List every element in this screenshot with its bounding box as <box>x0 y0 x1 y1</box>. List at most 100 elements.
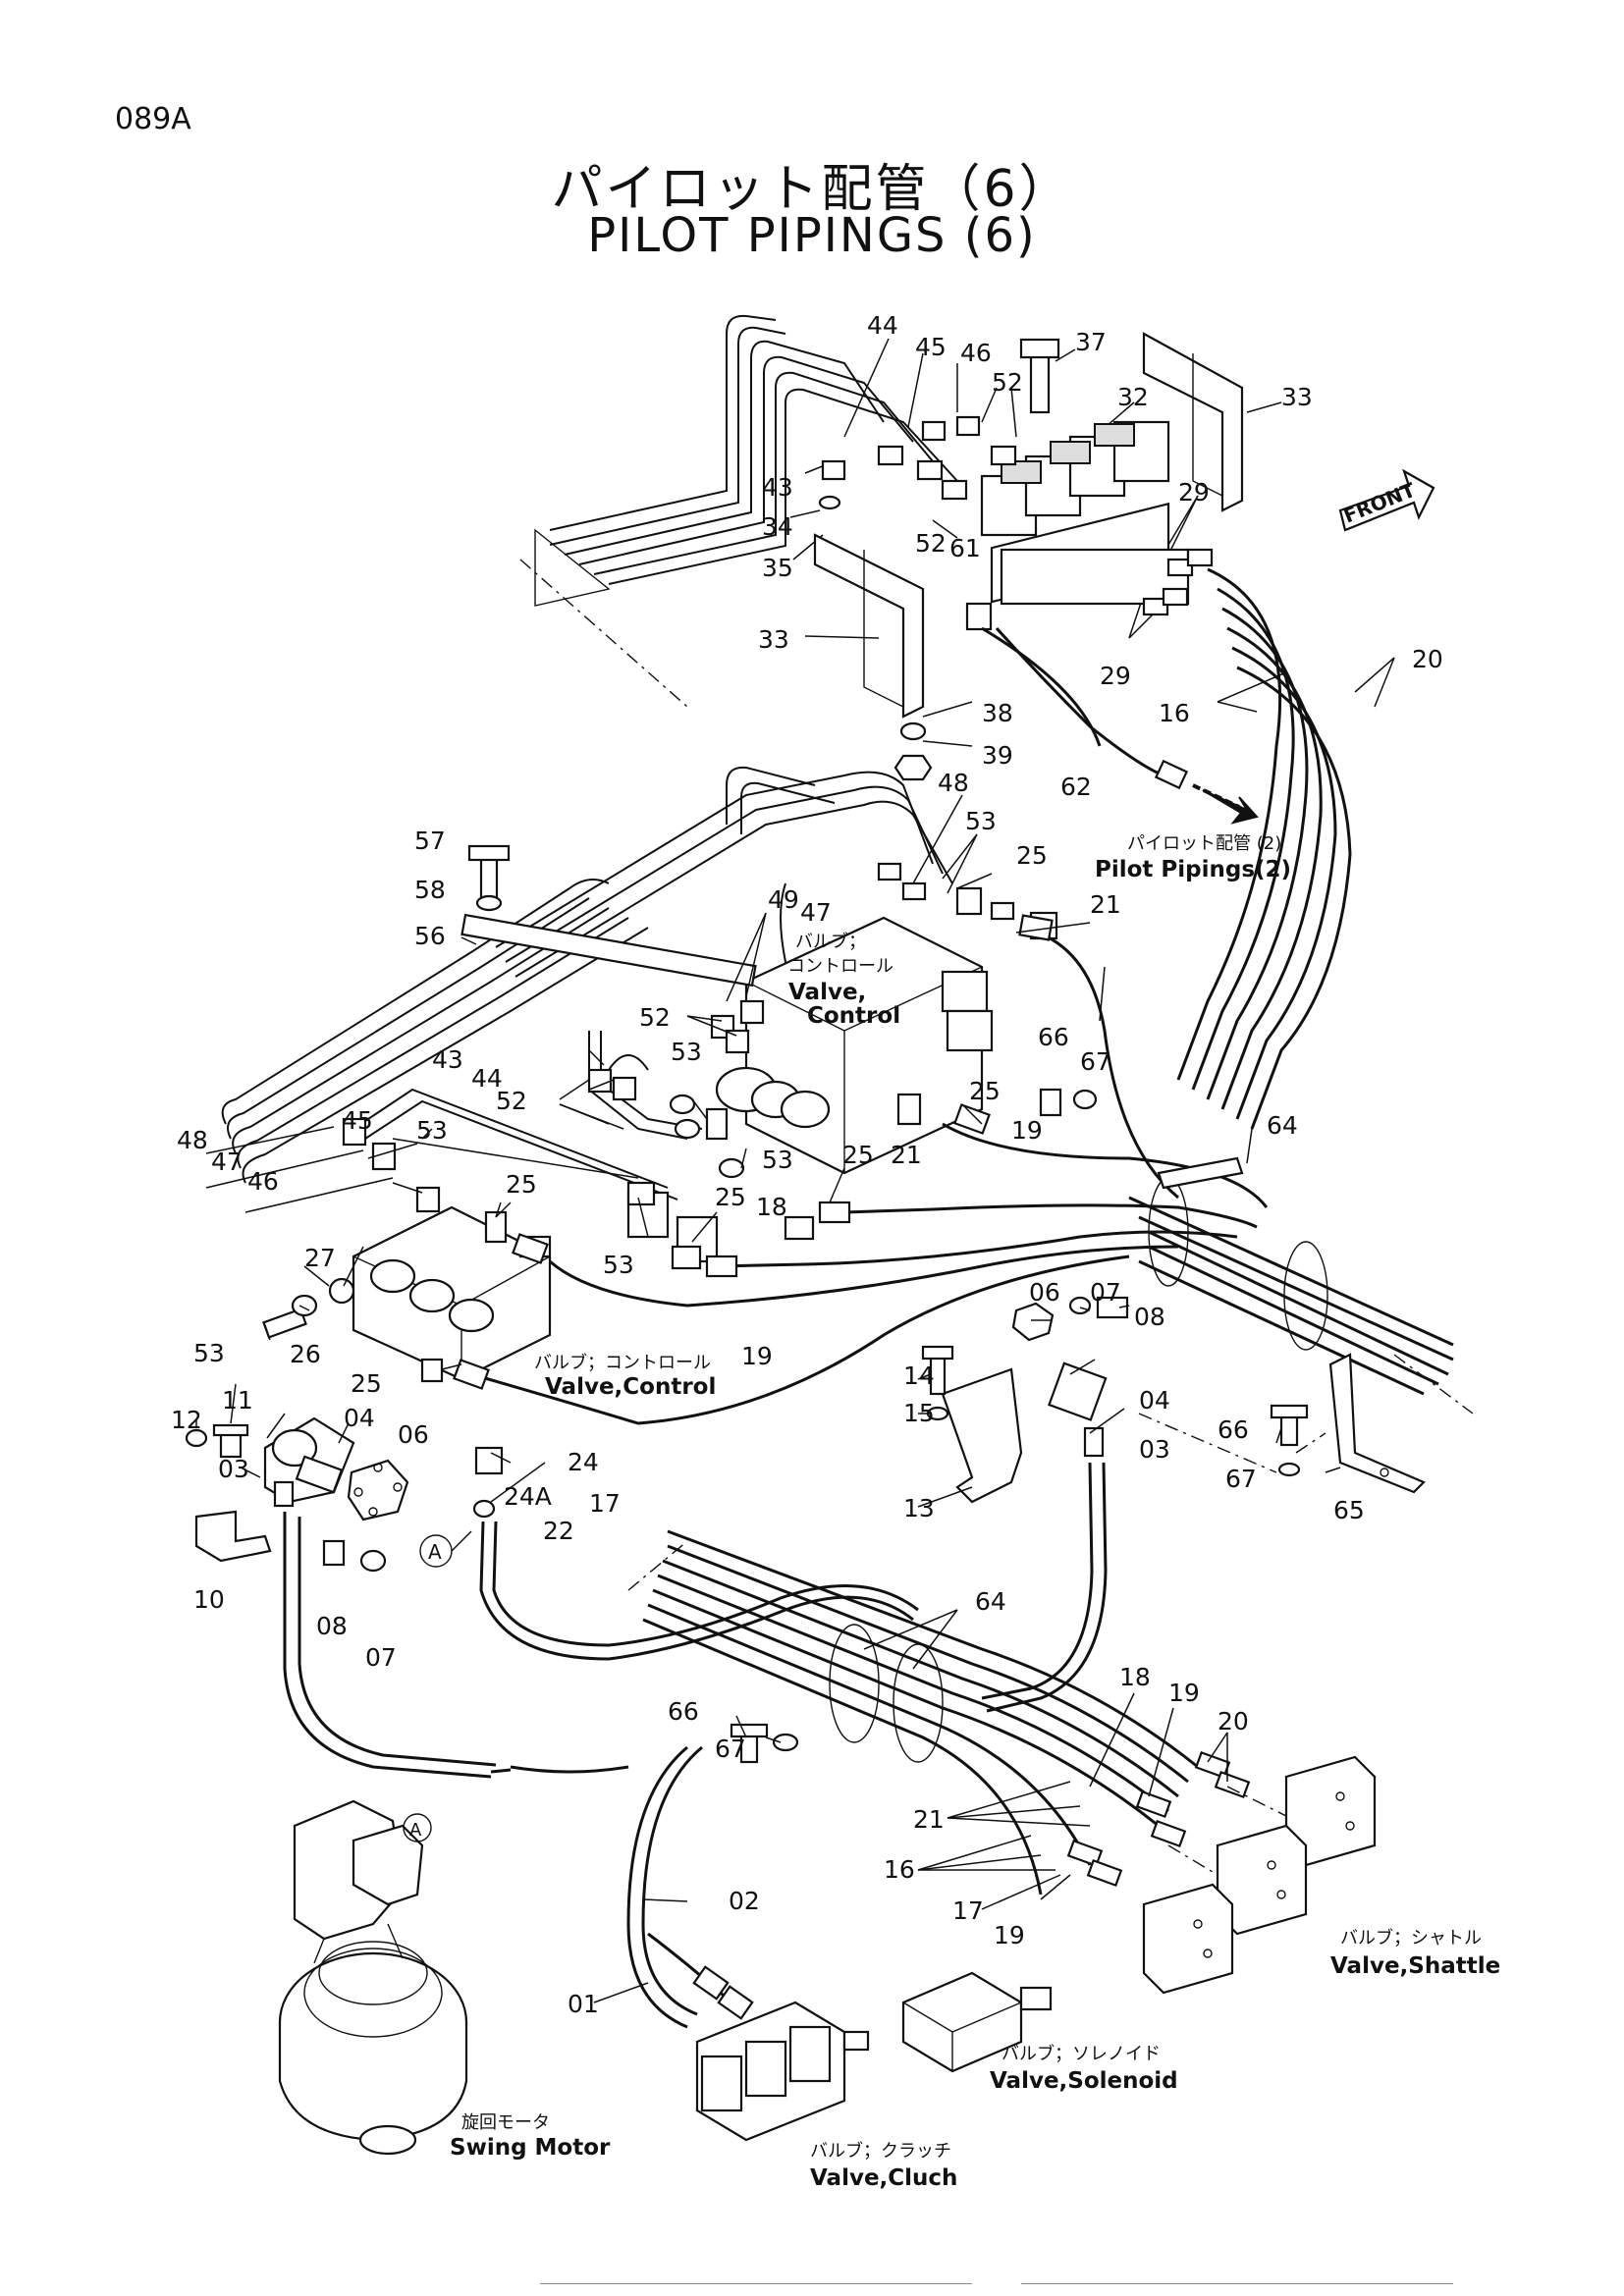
part-number: 26 <box>290 1340 321 1368</box>
part-number: 53 <box>671 1038 702 1066</box>
part-number: 24A <box>504 1482 552 1511</box>
part-number: 52 <box>639 1003 671 1032</box>
part-number: 04 <box>344 1404 375 1432</box>
part-number: 38 <box>982 699 1013 727</box>
swing-motor: A <box>278 1799 468 2156</box>
swing-motor-en-label: Swing Motor <box>450 2135 611 2161</box>
part-number: 21 <box>891 1141 922 1169</box>
middle-pipe-bundle <box>221 766 953 1201</box>
part-number: 64 <box>1267 1111 1298 1140</box>
part-number: 01 <box>568 1990 599 2018</box>
part-number: 61 <box>949 534 981 562</box>
top-pipe-bundle <box>519 314 958 708</box>
bottom-rule-left <box>540 2283 972 2284</box>
part-number: 03 <box>1139 1435 1170 1464</box>
part-number: 27 <box>304 1244 336 1272</box>
part-number: 58 <box>414 876 446 904</box>
part-number: 19 <box>1011 1116 1043 1145</box>
part-number: 45 <box>915 333 947 361</box>
lower-hose-bundle <box>510 1413 1277 2029</box>
valve-shuttle-en-label: Valve,Shattle <box>1330 1953 1500 1979</box>
part-number: 07 <box>365 1643 397 1672</box>
part-number: 66 <box>1218 1415 1249 1444</box>
part-number: 18 <box>1119 1663 1151 1691</box>
part-number: 44 <box>471 1064 503 1093</box>
valve-control-top-en-label: Valve, <box>788 980 866 1005</box>
part-number: 52 <box>496 1087 527 1115</box>
part-number: 22 <box>543 1517 574 1545</box>
part-number: 47 <box>800 898 832 927</box>
part-number: 53 <box>603 1251 634 1279</box>
part-number: 20 <box>1218 1707 1249 1735</box>
valve-control-top-en-label-2: Control <box>807 1003 900 1029</box>
part-number: 32 <box>1117 383 1149 411</box>
valve-solenoid-jp-label: バルブ；ソレノイド <box>1001 2043 1161 2064</box>
lower-left-parts <box>185 1416 512 1779</box>
part-number: 29 <box>1178 478 1210 507</box>
part-number: 43 <box>432 1045 463 1074</box>
lower-leaders <box>195 1305 1228 2003</box>
part-number: 64 <box>975 1587 1006 1616</box>
pilot-pipings-jp-label: パイロット配管 (2) <box>1127 833 1281 854</box>
part-number: 17 <box>952 1896 984 1925</box>
part-number: 44 <box>867 311 898 340</box>
part-number: 08 <box>316 1612 348 1640</box>
part-number: 20 <box>1412 645 1443 673</box>
part-number: 66 <box>1038 1023 1069 1051</box>
circle-marker-a: A <box>428 1540 442 1564</box>
part-number: 07 <box>1090 1278 1121 1307</box>
part-number: 19 <box>741 1342 773 1370</box>
part-number: 06 <box>398 1420 429 1449</box>
part-number: 25 <box>351 1369 382 1398</box>
part-number: 19 <box>994 1921 1025 1949</box>
part-number: 37 <box>1075 328 1107 356</box>
part-number: 16 <box>1159 699 1190 727</box>
part-number-labels: 44 45 46 37 52 32 33 43 34 35 52 61 29 2… <box>171 311 1443 2018</box>
shuttle-valves <box>1066 1750 1377 1995</box>
pilot-pipings-en-label: Pilot Pipings(2) <box>1095 857 1291 882</box>
part-number: 56 <box>414 922 446 950</box>
part-number: 48 <box>177 1126 208 1154</box>
middle-fittings <box>262 844 1098 1383</box>
valve-cluch-jp-label: バルブ；クラッチ <box>810 2140 951 2162</box>
right-hose-group <box>981 567 1352 1130</box>
valve-control-top-jp-label: バルブ； <box>795 931 866 952</box>
part-number: 35 <box>762 554 793 582</box>
part-number: 25 <box>969 1077 1001 1105</box>
part-number: 25 <box>842 1141 874 1169</box>
part-number: 04 <box>1139 1386 1170 1415</box>
front-label: FRONT <box>1340 478 1419 528</box>
circle-marker-a-motor: A <box>409 1820 422 1841</box>
part-number: 15 <box>903 1399 935 1427</box>
part-number: 66 <box>668 1697 699 1726</box>
top-brackets <box>813 332 1244 719</box>
valve-shuttle-jp-label: バルブ；シャトル <box>1340 1927 1482 1949</box>
bottom-rule-right <box>1021 2283 1453 2284</box>
bracket-65 <box>1270 1353 1426 1494</box>
part-number: 46 <box>247 1167 279 1196</box>
part-number: 53 <box>193 1339 225 1367</box>
part-number: 13 <box>903 1494 935 1522</box>
part-number: 52 <box>915 529 947 558</box>
part-number: 02 <box>729 1887 760 1915</box>
part-number: 34 <box>762 512 793 541</box>
part-number: 29 <box>1100 662 1131 690</box>
part-number: 14 <box>903 1362 935 1390</box>
part-number: 67 <box>1225 1465 1257 1493</box>
part-number: 48 <box>938 769 969 797</box>
part-number: 33 <box>1281 383 1313 411</box>
solenoid-valve-bottom <box>901 1971 1053 2073</box>
part-number: 53 <box>416 1116 448 1145</box>
middle-leaders <box>205 794 1341 1473</box>
title-english: PILOT PIPINGS (6) <box>587 208 1037 263</box>
clutch-valve-bottom <box>647 1932 870 2142</box>
part-number: 53 <box>965 807 997 835</box>
part-number: 53 <box>762 1146 793 1174</box>
valve-control-left-en-label: Valve,Control <box>545 1374 716 1400</box>
part-number: 39 <box>982 741 1013 770</box>
part-number: 33 <box>758 625 789 654</box>
part-number: 62 <box>1060 773 1092 801</box>
valve-cluch-en-label: Valve,Cluch <box>810 2165 957 2191</box>
part-number: 12 <box>171 1406 202 1434</box>
